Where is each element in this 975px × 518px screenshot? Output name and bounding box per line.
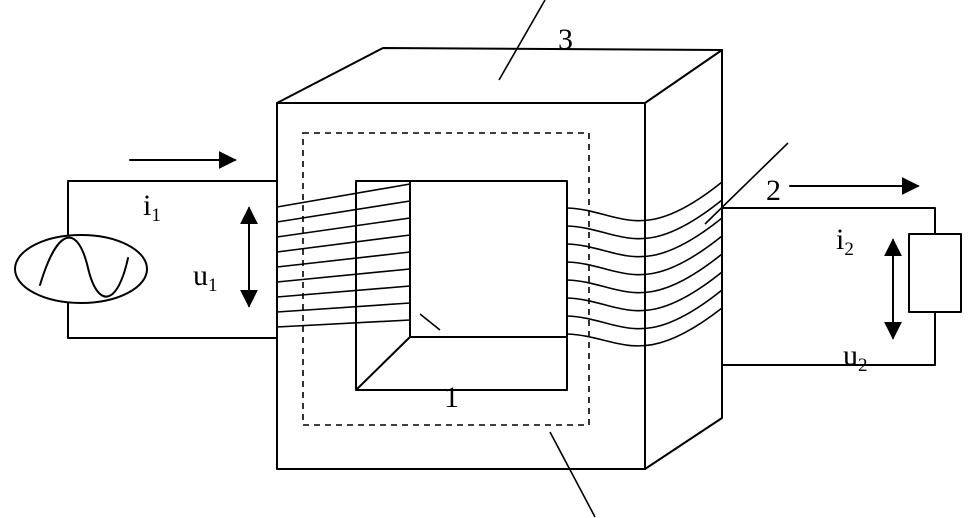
core-top-face <box>276 47 723 104</box>
label-secondary-2: 2 <box>766 174 781 207</box>
leader-line-core <box>549 431 596 518</box>
leader-line-2 <box>704 142 789 225</box>
window-front <box>355 180 568 391</box>
leader-line-3 <box>498 0 546 81</box>
primary-circuit <box>14 180 278 339</box>
label-window-1: 1 <box>444 381 459 414</box>
secondary-wire-bottom <box>721 311 936 366</box>
transformer-core <box>276 47 723 470</box>
secondary-wire-top <box>721 207 936 235</box>
flux-path-dashed <box>302 132 590 426</box>
primary-wire-bottom <box>67 302 278 339</box>
label-i1: i1 <box>143 189 161 226</box>
core-side-face <box>644 49 723 470</box>
secondary-circuit <box>721 207 962 366</box>
primary-winding <box>276 183 411 328</box>
primary-wire-top <box>67 180 278 236</box>
window-tick-mark <box>419 313 441 331</box>
label-core-3: 3 <box>558 23 573 56</box>
ac-source-icon <box>14 234 148 304</box>
core-front-face <box>276 102 646 470</box>
core-window <box>355 180 568 391</box>
resistor-load-icon <box>908 233 962 313</box>
secondary-winding <box>566 181 723 347</box>
label-u1: u1 <box>193 259 218 296</box>
label-u2: u2 <box>843 339 868 376</box>
label-i2: i2 <box>836 223 854 260</box>
window-inner-bottom <box>355 336 568 391</box>
